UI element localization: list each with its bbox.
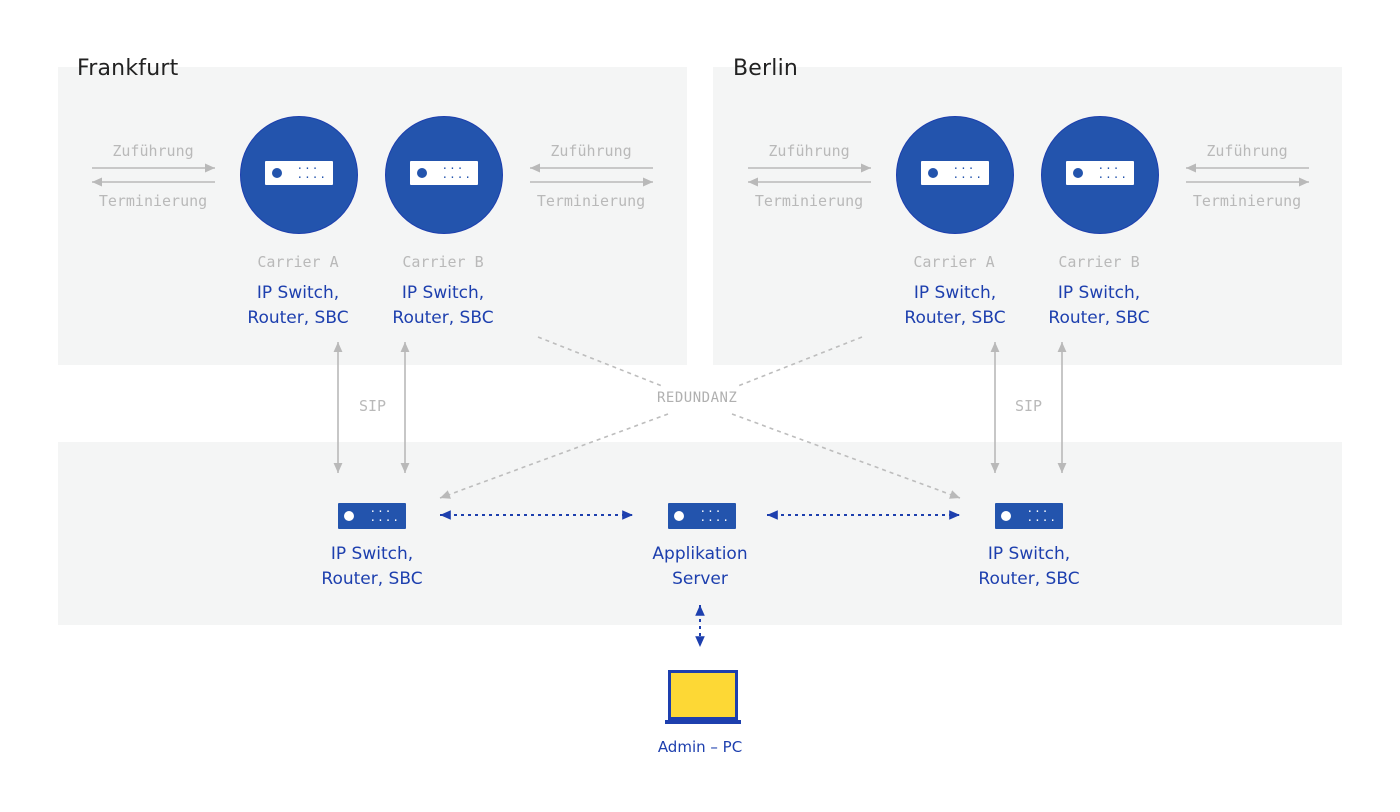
berlin-carrier-a-label: Carrier A xyxy=(913,253,995,271)
frankfurt-carrier-a-device-icon: ······· xyxy=(240,116,358,234)
redundanz-line-1 xyxy=(537,336,663,387)
sip-label-berlin: SIP xyxy=(1015,397,1043,415)
berlin-left-in-label: Zuführung xyxy=(768,142,850,160)
redundanz-label: REDUNDANZ xyxy=(654,390,741,406)
berlin-carrier-b-node-label: IP Switch,Router, SBC xyxy=(1048,283,1150,328)
berlin-rack-server-icon: ······· xyxy=(995,503,1063,529)
frankfurt-carrier-b-label: Carrier B xyxy=(402,253,484,271)
berlin-carrier-b-label: Carrier B xyxy=(1058,253,1140,271)
frankfurt-carrier-b-device-icon: ······· xyxy=(385,116,503,234)
berlin-right-out-label: Terminierung xyxy=(1192,192,1302,210)
frankfurt-region-panel xyxy=(58,67,687,365)
redundanz-line-2 xyxy=(737,336,863,387)
redundanz-line-3 xyxy=(439,413,669,499)
redundanz-line-4 xyxy=(731,413,961,499)
frankfurt-rack-server-icon: ······· xyxy=(338,503,406,529)
frankfurt-title: Frankfurt xyxy=(77,56,179,81)
frankfurt-carrier-a-label: Carrier A xyxy=(257,253,339,271)
frankfurt-carrier-a-node-label: IP Switch,Router, SBC xyxy=(247,283,349,328)
laptop-icon xyxy=(665,670,741,726)
frankfurt-dc-node-label: IP Switch,Router, SBC xyxy=(321,544,423,589)
berlin-left-out-label: Terminierung xyxy=(754,192,864,210)
frankfurt-left-in-label: Zuführung xyxy=(112,142,194,160)
frankfurt-carrier-b-node-label: IP Switch,Router, SBC xyxy=(392,283,494,328)
berlin-title: Berlin xyxy=(733,56,799,81)
frankfurt-right-in-label: Zuführung xyxy=(550,142,632,160)
berlin-dc-node-label: IP Switch,Router, SBC xyxy=(978,544,1080,589)
admin-pc-label: Admin – PC xyxy=(657,738,743,756)
app-server-rack-icon: ······· xyxy=(668,503,736,529)
sip-label-frankfurt: SIP xyxy=(359,397,387,415)
berlin-region-panel xyxy=(713,67,1342,365)
frankfurt-left-out-label: Terminierung xyxy=(98,192,208,210)
berlin-carrier-b-device-icon: ······· xyxy=(1041,116,1159,234)
berlin-carrier-a-node-label: IP Switch,Router, SBC xyxy=(904,283,1006,328)
frankfurt-right-out-label: Terminierung xyxy=(536,192,646,210)
berlin-carrier-a-device-icon: ······· xyxy=(896,116,1014,234)
berlin-right-in-label: Zuführung xyxy=(1206,142,1288,160)
datacenter-panel xyxy=(58,442,1342,625)
